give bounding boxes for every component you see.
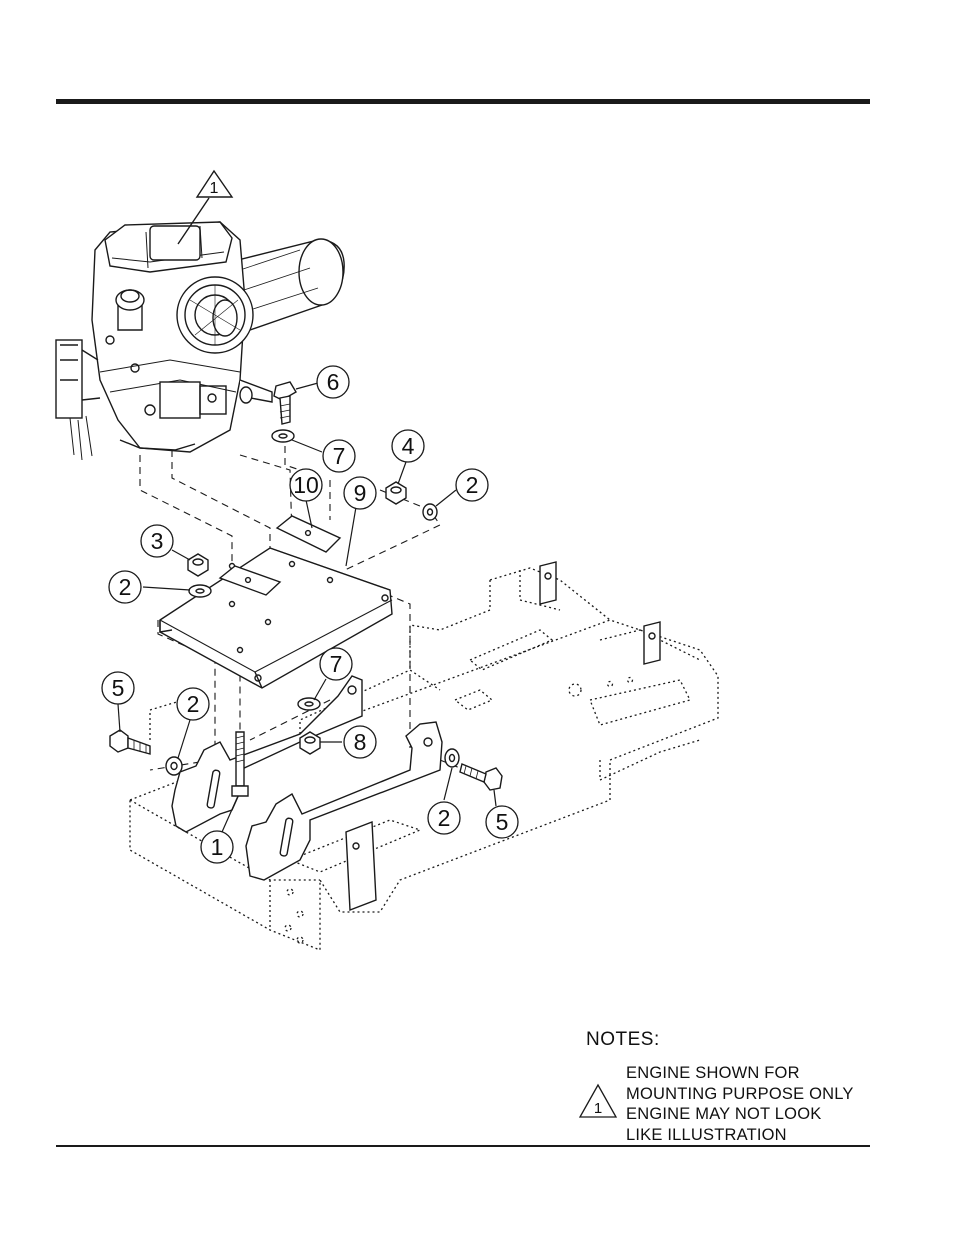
- hex-bolt-left: [110, 730, 150, 754]
- callout-label: 2: [119, 574, 132, 600]
- callout-label: 5: [112, 675, 125, 701]
- callout-label: 9: [354, 480, 367, 506]
- washer-lower: [298, 698, 320, 710]
- callout-label: 2: [187, 691, 200, 717]
- callout-label: 6: [327, 369, 340, 395]
- washer-lower-right: [445, 749, 459, 767]
- notes-triangle-marker: 1: [578, 1083, 618, 1119]
- callout-label: 7: [330, 651, 343, 677]
- washer-lower-left: [166, 757, 182, 775]
- callout-label: 7: [333, 443, 346, 469]
- callout-label: 10: [293, 472, 319, 498]
- nut-left: [188, 554, 208, 576]
- hex-bolt-top: [274, 382, 296, 424]
- engine-illustration: [56, 222, 344, 460]
- callout-label: 1: [211, 834, 224, 860]
- washer-right: [423, 504, 437, 520]
- notes-text: ENGINE SHOWN FOR MOUNTING PURPOSE ONLY E…: [626, 1063, 854, 1145]
- callout-label: 2: [466, 472, 479, 498]
- washer-left: [189, 585, 211, 597]
- notes-marker-label: 1: [594, 1100, 602, 1117]
- callout-label: 4: [402, 433, 415, 459]
- callout-label: 2: [438, 805, 451, 831]
- callout-label: 5: [496, 809, 509, 835]
- notes-line: MOUNTING PURPOSE ONLY: [626, 1084, 854, 1105]
- callout-label: 3: [151, 528, 164, 554]
- footer-rule: [56, 1145, 870, 1147]
- notes-line: LIKE ILLUSTRATION: [626, 1125, 854, 1146]
- nut-top-right: [386, 482, 406, 504]
- notes-title: NOTES:: [586, 1029, 660, 1051]
- callout-label: 8: [354, 729, 367, 755]
- hex-bolt-right: [460, 764, 502, 790]
- notes-line: ENGINE SHOWN FOR: [626, 1063, 854, 1084]
- washer-top: [272, 430, 294, 442]
- engine-callout-label: 1: [210, 180, 219, 197]
- frame-tabs: [346, 562, 660, 910]
- notes-line: ENGINE MAY NOT LOOK: [626, 1104, 854, 1125]
